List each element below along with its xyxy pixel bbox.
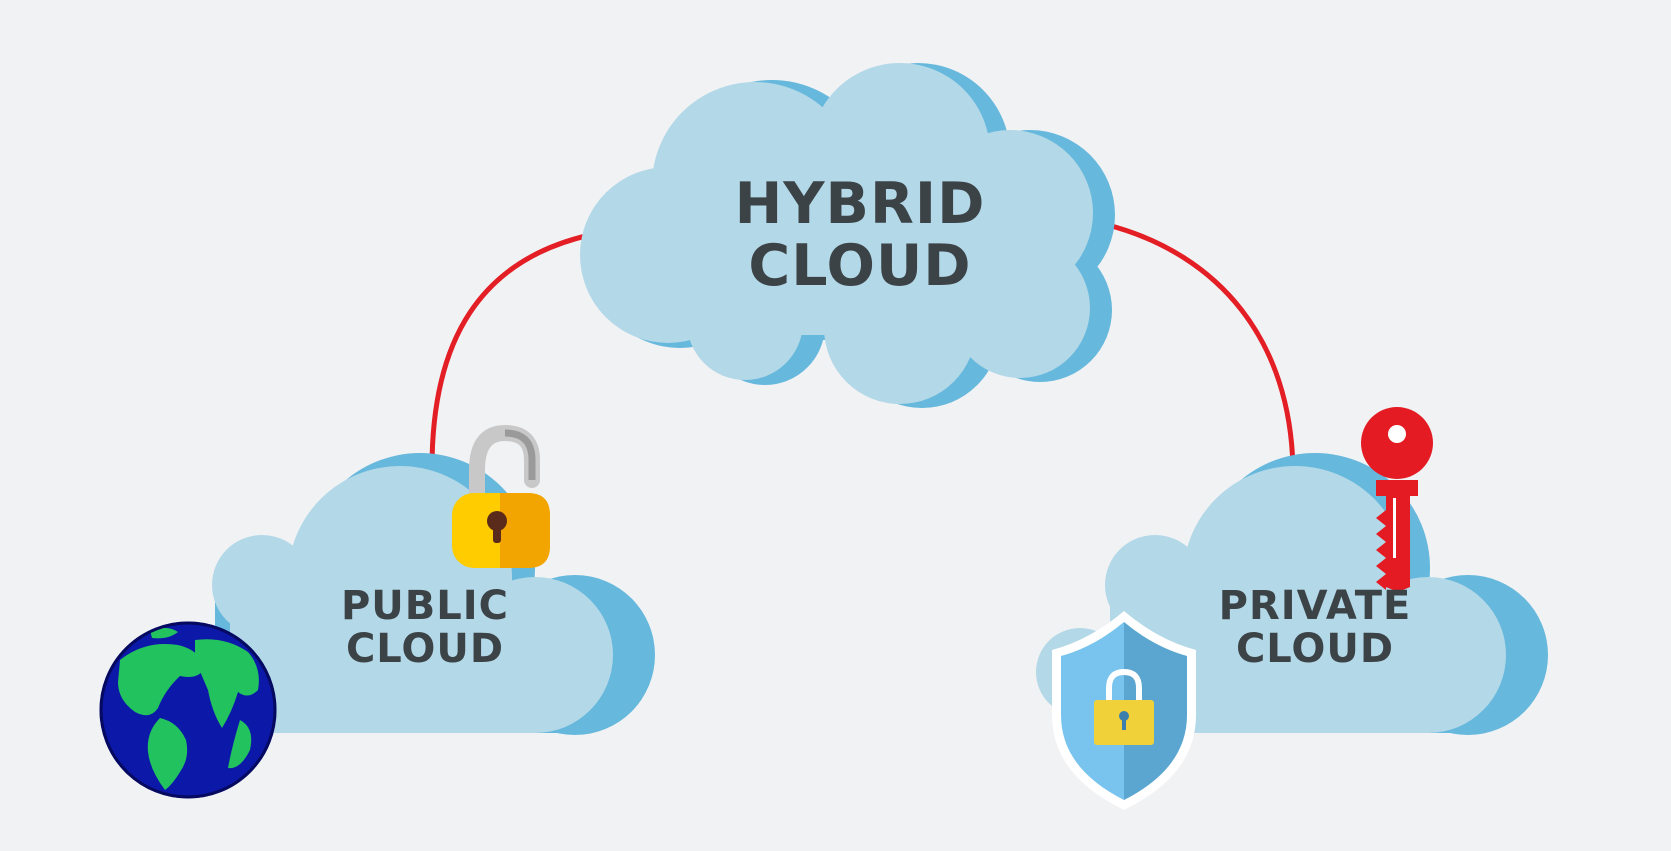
shield-lock-icon (1052, 611, 1196, 810)
hybrid-cloud-label-line2: CLOUD (748, 232, 972, 299)
key-icon (1361, 407, 1433, 592)
private-cloud-label: PRIVATE CLOUD (1210, 583, 1420, 673)
private-cloud-label-line1: PRIVATE (1218, 583, 1412, 629)
hybrid-cloud-label-line1: HYBRID (734, 171, 986, 237)
globe-icon (99, 621, 277, 799)
public-cloud-label-line2: CLOUD (345, 626, 505, 673)
private-cloud-label-line2: CLOUD (1235, 626, 1395, 673)
connector-hybrid-to-public (429, 232, 591, 469)
connector-hybrid-to-private (1107, 222, 1296, 469)
public-cloud-label: PUBLIC CLOUD (320, 583, 530, 673)
public-cloud-label-line1: PUBLIC (340, 583, 509, 629)
hybrid-cloud-shape (580, 63, 1115, 408)
open-padlock-icon (452, 424, 550, 568)
hybrid-cloud-label: HYBRID CLOUD (720, 171, 1000, 299)
